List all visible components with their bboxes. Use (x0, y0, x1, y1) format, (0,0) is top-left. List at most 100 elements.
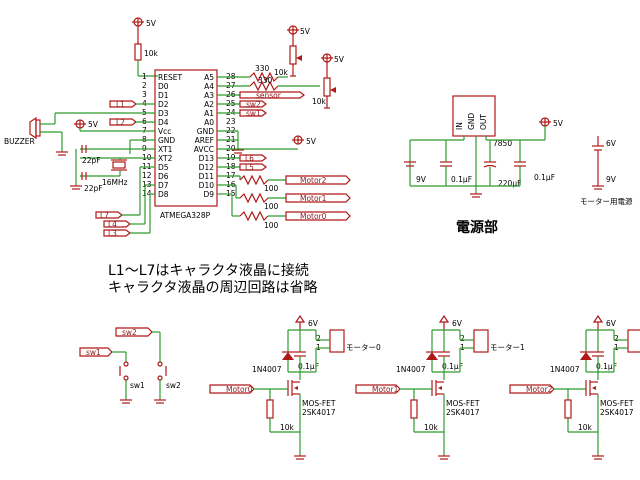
lcd-labels-right: L6 L5 (217, 154, 267, 172)
mcu-pin-left-label: XT2 (158, 154, 173, 163)
mcu-pin-right-label: AVCC (194, 145, 214, 154)
svg-text:OUT: OUT (479, 114, 488, 130)
mcu-pin-right-label: A2 (204, 100, 214, 109)
mcu-pin-left-number: 14 (142, 189, 152, 198)
svg-text:L2: L2 (116, 118, 125, 127)
svg-text:330: 330 (258, 76, 273, 85)
svg-text:100: 100 (264, 184, 279, 193)
svg-text:0.1µF: 0.1µF (298, 362, 319, 371)
svg-text:Motor0: Motor0 (300, 212, 327, 221)
svg-text:0.1µF: 0.1µF (534, 173, 555, 182)
motor-driver-2: 6V 1N4007 0.1µF 2 1 MOS-FET 2SK4017 Moto… (509, 314, 640, 460)
mcu-pin-left-label: XT1 (158, 145, 173, 154)
mcu-pin-left-label: D8 (158, 190, 169, 199)
sensor-label (239, 91, 305, 99)
svg-text:sw2: sw2 (246, 100, 261, 109)
crystal-oscillator: 22pF 22pF 16MHz (70, 145, 155, 193)
svg-text:1N4007: 1N4007 (252, 365, 282, 374)
svg-text:9V: 9V (606, 175, 617, 184)
mcu-pin-right-label: GND (197, 127, 214, 136)
svg-text:Motor2: Motor2 (300, 176, 327, 185)
svg-text:10k: 10k (312, 97, 327, 106)
svg-text:sw2: sw2 (122, 328, 137, 337)
svg-text:1N4007: 1N4007 (550, 365, 580, 374)
mcu-pin-right-label: A3 (204, 91, 214, 100)
svg-text:22pF: 22pF (82, 156, 101, 165)
svg-text:2SK4017: 2SK4017 (446, 408, 480, 417)
svg-text:モーター1: モーター1 (490, 343, 525, 352)
svg-text:5V: 5V (146, 19, 157, 28)
svg-text:6V: 6V (606, 319, 617, 328)
svg-text:Motor1: Motor1 (300, 194, 327, 203)
svg-text:sw1: sw1 (246, 109, 261, 118)
svg-text:2SK4017: 2SK4017 (302, 408, 336, 417)
mcu-pin-left-label: D2 (158, 100, 169, 109)
svg-text:0.1µF: 0.1µF (442, 362, 463, 371)
potentiometer-2: 5V 10k (312, 53, 345, 109)
mcu-pin-right-label: AREF (195, 136, 214, 145)
buzzer: BUZZER (4, 112, 155, 156)
svg-text:2SK4017: 2SK4017 (600, 408, 634, 417)
svg-text:7850: 7850 (493, 139, 512, 148)
reset-pullup-resistor (134, 43, 142, 61)
mcu-pin-right-label: D13 (199, 154, 215, 163)
mcu-pin-left-number: 12 (142, 171, 152, 180)
svg-text:2: 2 (460, 334, 465, 343)
svg-text:MOS-FET: MOS-FET (600, 399, 634, 408)
potentiometer-1: 5V 10k (274, 25, 311, 77)
svg-text:5V: 5V (300, 27, 311, 36)
mcu-name: ATMEGA328P (160, 211, 211, 220)
regulator-7850 (452, 95, 496, 137)
svg-text:10k: 10k (144, 49, 159, 58)
svg-text:L7: L7 (100, 211, 109, 220)
aref-avcc-wiring: 5V (217, 130, 317, 154)
power-section-title: 電源部 (456, 219, 498, 236)
mcu-pin-right-number: 23 (226, 117, 236, 126)
note-line-1: L1〜L7はキャラクタ液晶に接続 (108, 262, 309, 279)
svg-text:22pF: 22pF (84, 184, 103, 193)
svg-text:L5: L5 (245, 163, 254, 172)
svg-text:6V: 6V (606, 139, 617, 148)
mcu-pin-right-label: A0 (204, 118, 214, 127)
svg-text:0.1µF: 0.1µF (596, 362, 617, 371)
vcc-gnd-wiring: 5V (74, 119, 155, 154)
svg-text:L3: L3 (108, 229, 117, 238)
svg-text:モーター0: モーター0 (346, 343, 381, 352)
svg-text:MOS-FET: MOS-FET (446, 399, 480, 408)
a5-a4-resistors: 330 330 (217, 64, 320, 92)
svg-text:1N4007: 1N4007 (396, 365, 426, 374)
power-supply-section: IN GND OUT 7850 9V 0.1µF 220µF 0.1µF (404, 95, 564, 236)
mcu-pin-right-label: D11 (199, 172, 215, 181)
svg-text:L4: L4 (108, 220, 117, 229)
svg-text:sw2: sw2 (166, 381, 181, 390)
svg-text:16MHz: 16MHz (102, 178, 128, 187)
mcu-pin-left-label: D4 (158, 118, 169, 127)
mcu-pin-right-label: A4 (204, 82, 214, 91)
mcu-pin-right-label: D12 (199, 163, 215, 172)
svg-text:10k: 10k (274, 68, 289, 77)
svg-text:sw1: sw1 (130, 381, 145, 390)
mcu-pin-left-label: D6 (158, 172, 169, 181)
lcd-labels-bottom: L7 L4 L3 (95, 166, 155, 238)
svg-text:5V: 5V (553, 119, 564, 128)
mcu-pin-right-label: D10 (199, 181, 215, 190)
mcu-pin-left-label: D1 (158, 91, 169, 100)
mcu-pin-left-label: D0 (158, 82, 169, 91)
svg-text:モーター用電源: モーター用電源 (580, 197, 633, 206)
svg-text:100: 100 (264, 221, 279, 230)
svg-text:2: 2 (316, 334, 321, 343)
svg-text:sensor: sensor (256, 91, 282, 100)
svg-text:6V: 6V (308, 319, 319, 328)
mcu-pin-right-label: A1 (204, 109, 214, 118)
analog-labels: sensor sw2 sw1 (217, 91, 305, 118)
motor-power-source: 6V 9V モーター用電源 (580, 136, 633, 206)
mcu-pin-left-label: GND (158, 136, 175, 145)
reset-5v-supply: 5V 10k (132, 17, 159, 77)
svg-text:Motor1: Motor1 (372, 385, 399, 394)
svg-text:GND: GND (467, 113, 476, 130)
svg-text:220µF: 220µF (498, 179, 521, 188)
svg-text:330: 330 (255, 64, 270, 73)
switch-section: sw2 sw1 sw1 sw2 (79, 327, 181, 404)
mcu-pin-left-label: Vcc (158, 127, 171, 136)
